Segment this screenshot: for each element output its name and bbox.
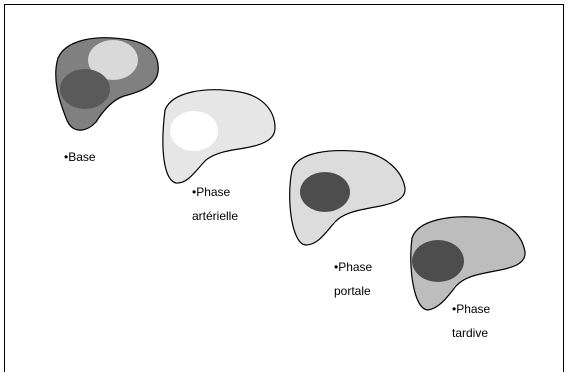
liver-arterial [163,90,275,183]
lesion-portal [300,172,350,212]
lesion-arterial [170,111,218,151]
lesion-base-dark [60,69,110,109]
lesion-delayed [412,240,464,282]
label-portal: •Phase portale [334,255,372,303]
liver-base [56,38,159,130]
label-arterial-line2: artérielle [192,204,238,228]
label-arterial: •Phase artérielle [192,180,238,228]
label-portal-line2: portale [334,279,372,303]
label-portal-line1: •Phase [334,255,372,279]
label-base-line1: •Base [64,145,96,169]
label-arterial-line1: •Phase [192,180,238,204]
label-base: •Base [64,145,96,169]
liver-portal [290,151,405,245]
label-delayed-line2: tardive [452,321,490,345]
label-delayed-line1: •Phase [452,297,490,321]
label-delayed: •Phase tardive [452,297,490,345]
